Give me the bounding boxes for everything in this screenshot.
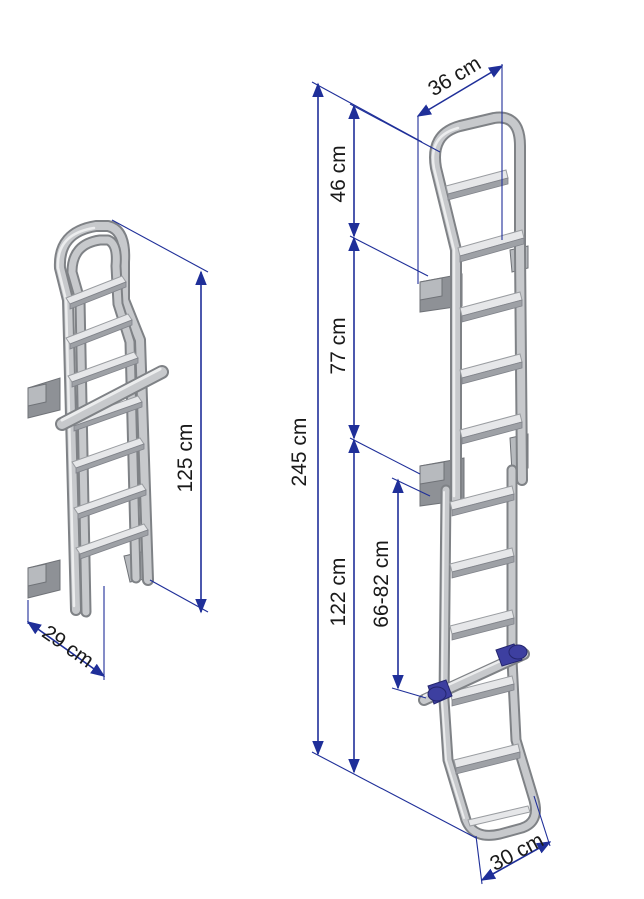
small-ladder-width-dimension: 29 cm — [26, 586, 106, 680]
large-middle-section-dimension: 77 cm — [327, 236, 421, 475]
large-ladder-left-clamp — [427, 679, 453, 705]
large-ladder-lower-rails — [438, 464, 541, 841]
small-ladder — [27, 220, 169, 618]
large-step-3 — [459, 291, 523, 323]
large-ladder-steps — [445, 169, 531, 827]
small-height-label: 125 cm — [174, 424, 197, 493]
large-step-8 — [449, 609, 515, 641]
small-ladder-lower-bracket — [27, 559, 61, 599]
small-step-3 — [67, 351, 139, 388]
large-step-11 — [467, 805, 531, 827]
small-step-7 — [75, 523, 149, 560]
small-ladder-upper-bracket — [27, 377, 61, 419]
large-step-1 — [445, 169, 509, 201]
large-total-height-label: 245 cm — [288, 418, 311, 487]
large-adjustable-range-label: 66-82 cm — [370, 540, 393, 628]
large-lower-section-label: 122 cm — [327, 558, 350, 627]
large-step-2 — [457, 229, 525, 263]
small-step-1 — [65, 275, 127, 310]
large-lower-section-dimension: 122 cm — [327, 438, 360, 774]
small-ladder-rails — [53, 220, 154, 618]
large-step-10 — [453, 743, 521, 775]
small-ladder-height-dimension: 125 cm — [111, 219, 209, 614]
large-step-7 — [449, 547, 515, 579]
large-step-4 — [459, 353, 523, 385]
small-width-label: 29 cm — [38, 621, 98, 673]
large-top-section-label: 46 cm — [327, 145, 350, 202]
large-ladder — [418, 111, 541, 841]
large-total-height-dimension: 245 cm — [288, 81, 477, 839]
large-ladder-upper-rails — [429, 111, 528, 506]
small-step-2 — [65, 313, 133, 350]
small-ladder-steps — [65, 275, 149, 560]
small-ladder-handrail — [55, 365, 169, 431]
large-step-9 — [449, 675, 515, 707]
large-ladder-right-clamp — [495, 643, 528, 667]
large-step-5 — [459, 413, 523, 445]
large-adjustable-range-dimension: 66-82 cm — [370, 477, 431, 699]
small-step-5 — [71, 437, 145, 474]
large-step-6 — [449, 485, 515, 517]
small-step-6 — [73, 483, 147, 520]
large-middle-section-label: 77 cm — [327, 317, 350, 374]
large-top-section-dimension: 46 cm — [327, 103, 441, 277]
